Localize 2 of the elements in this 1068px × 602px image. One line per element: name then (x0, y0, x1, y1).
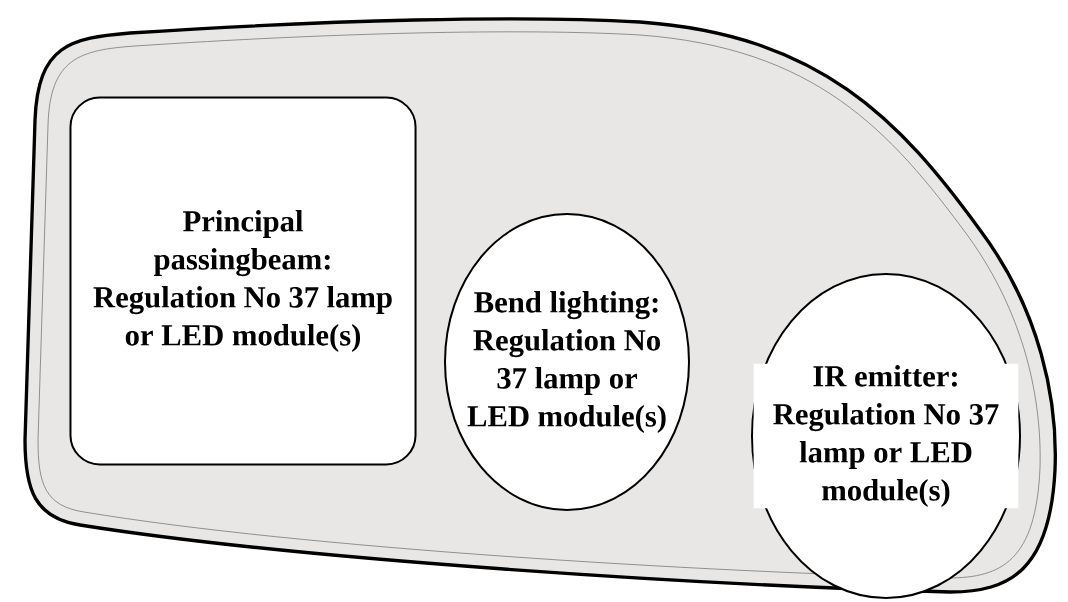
lamp-box: Principal passingbeam: Regulation No 37 lamp or LED module(s) (69, 96, 417, 466)
node-label: IR emitter: Regulation No 37 lamp or LED module(s) (773, 365, 999, 507)
